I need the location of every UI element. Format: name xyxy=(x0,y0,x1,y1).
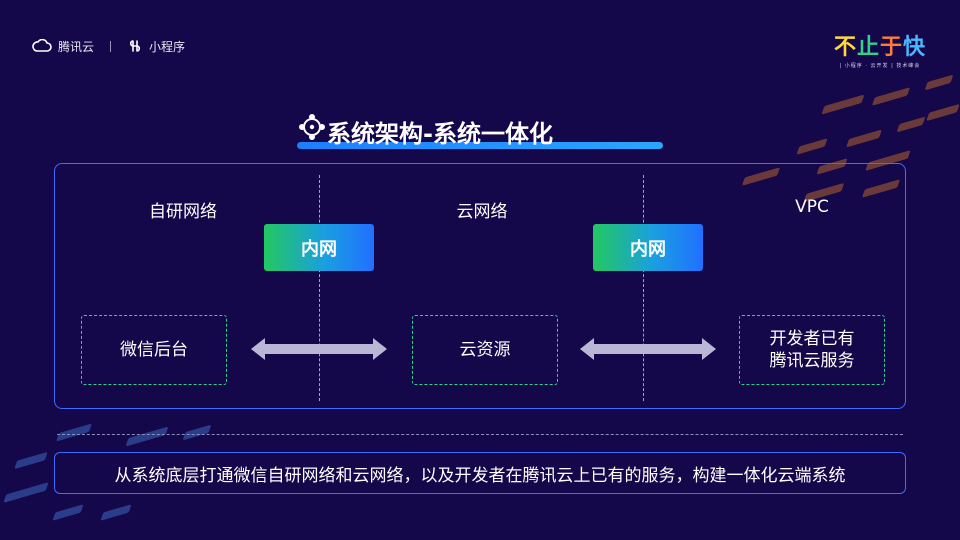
summary-box: 从系统底层打通微信自研网络和云网络，以及开发者在腾讯云上已有的服务，构建一体化云… xyxy=(54,452,906,494)
decor-stripe xyxy=(125,426,169,447)
resource-label-line2: 腾讯云服务 xyxy=(769,351,855,371)
brand-divider xyxy=(110,40,112,52)
column-label-vpc: VPC xyxy=(795,197,829,217)
slide-title-block: 系统架构-系统一体化 xyxy=(297,108,663,150)
column-label-cloud-network: 云网络 xyxy=(456,202,508,222)
event-char: 快 xyxy=(902,35,926,60)
event-logo: 不止于快 | 小程序 · 云开发 | 技术峰会 xyxy=(834,36,926,70)
network-node-icon xyxy=(299,114,325,140)
decor-stripe xyxy=(56,423,92,442)
decor-stripe xyxy=(871,87,911,106)
decor-stripe xyxy=(896,116,926,133)
resource-label: 云资源 xyxy=(459,340,511,360)
brand-name-tencent-cloud: 腾讯云 xyxy=(58,39,95,54)
title-underline xyxy=(297,142,663,149)
cloud-logo-icon xyxy=(32,39,52,52)
event-char: 于 xyxy=(879,35,903,60)
decor-stripe xyxy=(182,424,212,441)
event-subtitle: | 小程序 · 云开发 | 技术峰会 xyxy=(839,63,921,69)
decor-stripe xyxy=(821,94,865,115)
brand-name-miniprogram: 小程序 xyxy=(149,39,186,54)
column-divider xyxy=(319,175,320,401)
event-char: 止 xyxy=(856,35,880,60)
decor-stripe xyxy=(100,504,132,521)
brand-bar: 腾讯云 小程序 xyxy=(32,37,185,55)
section-divider xyxy=(57,434,903,435)
architecture-panel xyxy=(54,163,906,409)
resource-label: 微信后台 xyxy=(120,340,188,360)
column-label-self-network: 自研网络 xyxy=(149,202,217,222)
event-title: 不止于快 xyxy=(834,36,926,60)
decor-stripe xyxy=(846,129,882,148)
summary-text: 从系统底层打通微信自研网络和云网络，以及开发者在腾讯云上已有的服务，构建一体化云… xyxy=(114,465,846,486)
double-arrow-icon xyxy=(580,338,716,360)
decor-stripe xyxy=(924,74,954,91)
resource-box-cloud-resources: 云资源 xyxy=(412,315,558,385)
event-char: 不 xyxy=(833,35,857,60)
decor-stripe xyxy=(3,482,49,503)
decor-stripe xyxy=(796,138,828,155)
miniprogram-logo-icon xyxy=(129,40,141,52)
decor-stripe xyxy=(14,451,48,470)
column-divider xyxy=(643,175,644,401)
decor-stripe xyxy=(926,103,960,122)
resource-label-line1: 开发者已有 xyxy=(769,329,855,349)
intranet-badge-right: 内网 xyxy=(593,224,703,271)
page-title: 系统架构-系统一体化 xyxy=(327,120,553,148)
decor-stripe xyxy=(52,504,84,521)
intranet-badge-left: 内网 xyxy=(264,224,374,271)
double-arrow-icon xyxy=(251,338,387,360)
resource-box-developer-services: 开发者已有 腾讯云服务 xyxy=(739,315,885,385)
resource-box-wechat-backend: 微信后台 xyxy=(81,315,227,385)
